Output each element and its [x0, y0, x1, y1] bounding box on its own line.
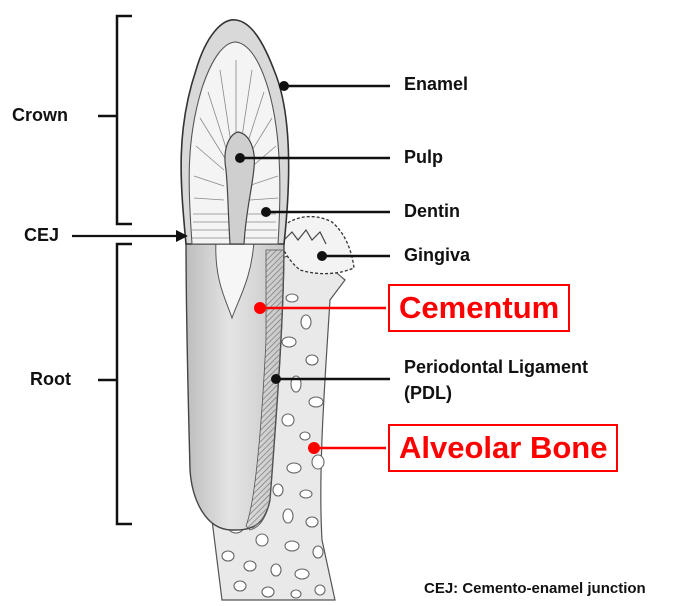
cej-label: CEJ [24, 224, 59, 246]
crown-label: Crown [12, 104, 68, 126]
root-bracket [98, 244, 132, 524]
dentin-label: Dentin [404, 200, 460, 222]
pdl-label-line2: (PDL) [404, 382, 452, 404]
pdl-label-line1: Periodontal Ligament [404, 356, 588, 378]
root-label: Root [30, 368, 71, 390]
alveolar-bone-label: Alveolar Bone [388, 424, 618, 472]
gingiva-label: Gingiva [404, 244, 470, 266]
cementum-label: Cementum [388, 284, 570, 332]
crown-bracket [98, 16, 132, 224]
root-shape [186, 240, 284, 530]
cej-arrow [72, 230, 188, 242]
pulp-label: Pulp [404, 146, 443, 168]
enamel-label: Enamel [404, 73, 468, 95]
cej-footnote: CEJ: Cemento-enamel junction [424, 580, 646, 597]
